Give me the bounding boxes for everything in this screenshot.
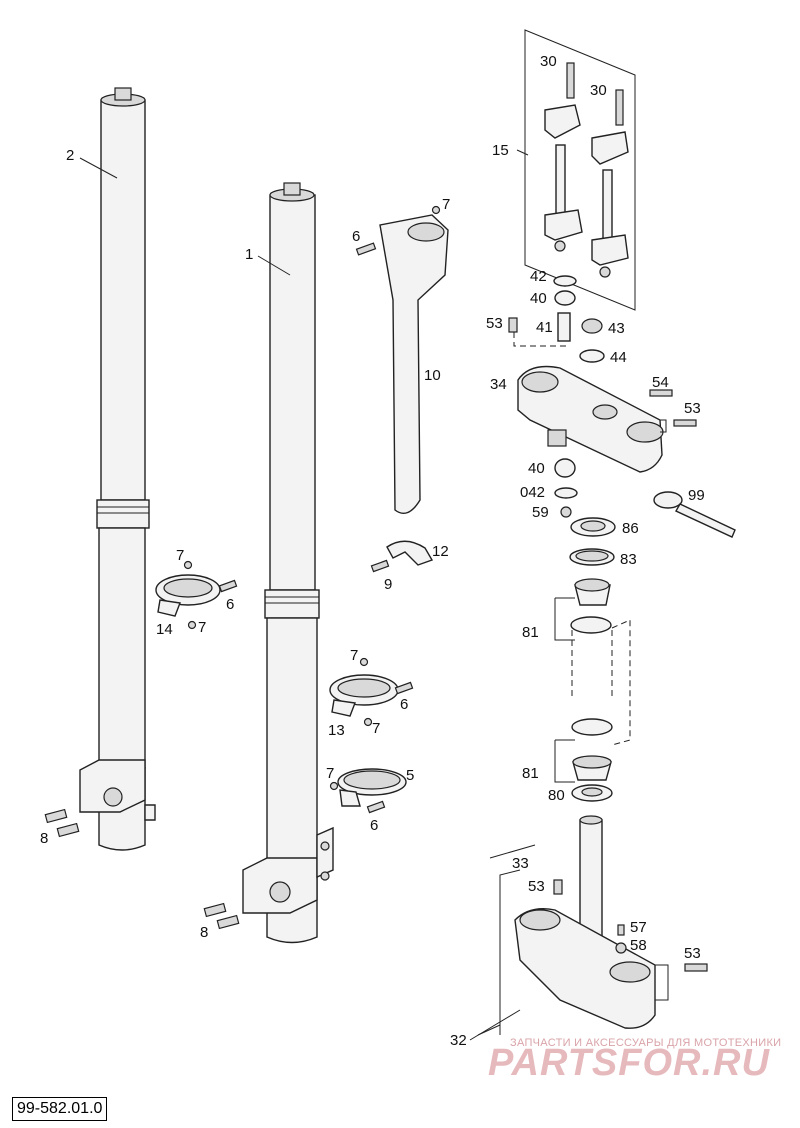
callout-53: 53 (684, 400, 701, 417)
callout-7: 7 (326, 765, 334, 782)
callout-6: 6 (352, 228, 360, 245)
fork-guard (355, 214, 449, 514)
callout-53: 53 (486, 315, 503, 332)
callout-6: 6 (400, 696, 408, 713)
callout-15: 15 (492, 142, 509, 159)
callout-53: 53 (684, 945, 701, 962)
bearing-81-lower (554, 718, 613, 783)
callout-labels: 2 1 7 6 10 12 9 7 6 14 7 7 6 13 7 7 5 6 … (40, 53, 705, 1049)
callout-8: 8 (40, 830, 48, 847)
callout-5: 5 (406, 767, 414, 784)
bolt-pair-8-right (203, 902, 240, 930)
callout-32: 32 (450, 1032, 467, 1049)
callout-13: 13 (328, 722, 345, 739)
clamp-14 (155, 574, 238, 617)
callout-40: 40 (530, 290, 547, 307)
callout-81: 81 (522, 765, 539, 782)
callout-9: 9 (384, 576, 392, 593)
callout-81: 81 (522, 624, 539, 641)
callout-8: 8 (200, 924, 208, 941)
callout-6: 6 (226, 596, 234, 613)
callout-2: 2 (66, 147, 74, 164)
callout-53: 53 (528, 878, 545, 895)
callout-10: 10 (424, 367, 441, 384)
callout-6: 6 (370, 817, 378, 834)
upper-triple-clamp (517, 365, 697, 473)
callout-44: 44 (610, 349, 627, 366)
bracket-32-33 (469, 869, 521, 1041)
callout-58: 58 (630, 937, 647, 954)
lower-stack-hardware (554, 458, 578, 518)
stem-hardware (508, 275, 605, 363)
callout-33: 33 (512, 855, 529, 872)
watermark-brand: PARTSFOR.RU (488, 1042, 770, 1084)
callout-54: 54 (652, 374, 669, 391)
clamp-12 (370, 540, 434, 573)
watermark-tagline: ЗАПЧАСТИ И АКСЕССУАРЫ ДЛЯ МОТОТЕХНИКИ (510, 1037, 781, 1049)
watermark: ЗАПЧАСТИ И АКСЕССУАРЫ ДЛЯ МОТОТЕХНИКИ PA… (488, 1037, 781, 1084)
callout-40: 40 (528, 460, 545, 477)
document-number: 99-582.01.0 (12, 1097, 108, 1121)
clamp-13 (329, 674, 414, 717)
lower-triple-clamp (514, 815, 708, 1029)
fork-leg-right (242, 182, 334, 944)
callout-14: 14 (156, 621, 173, 638)
kit-15-panel (524, 29, 636, 311)
callout-12: 12 (432, 543, 449, 560)
wrench-99 (653, 491, 736, 538)
callout-30: 30 (540, 53, 557, 70)
callout-30: 30 (590, 82, 607, 99)
clamp-5 (337, 768, 407, 814)
bearing-81-upper (554, 578, 612, 641)
callout-80: 80 (548, 787, 565, 804)
fork-leg-left (79, 87, 156, 851)
callout-83: 83 (620, 551, 637, 568)
steerer-outline (571, 619, 631, 746)
callout-41: 41 (536, 319, 553, 336)
callout-43: 43 (608, 320, 625, 337)
callout-7: 7 (350, 647, 358, 664)
callout-7: 7 (176, 547, 184, 564)
callout-42: 42 (530, 268, 547, 285)
callout-99: 99 (688, 487, 705, 504)
callout-57: 57 (630, 919, 647, 936)
seals (569, 517, 616, 566)
bolt-pair-8-left (44, 808, 80, 838)
seal-80 (571, 784, 613, 802)
callout-7: 7 (198, 619, 206, 636)
callout-7: 7 (372, 720, 380, 737)
leader-lines (79, 149, 536, 1036)
callout-86: 86 (622, 520, 639, 537)
callout-1: 1 (245, 246, 253, 263)
callout-34: 34 (490, 376, 507, 393)
callout-7: 7 (442, 196, 450, 213)
callout-042: 042 (520, 484, 545, 501)
nuts-7 (183, 205, 441, 791)
callout-59: 59 (532, 504, 549, 521)
